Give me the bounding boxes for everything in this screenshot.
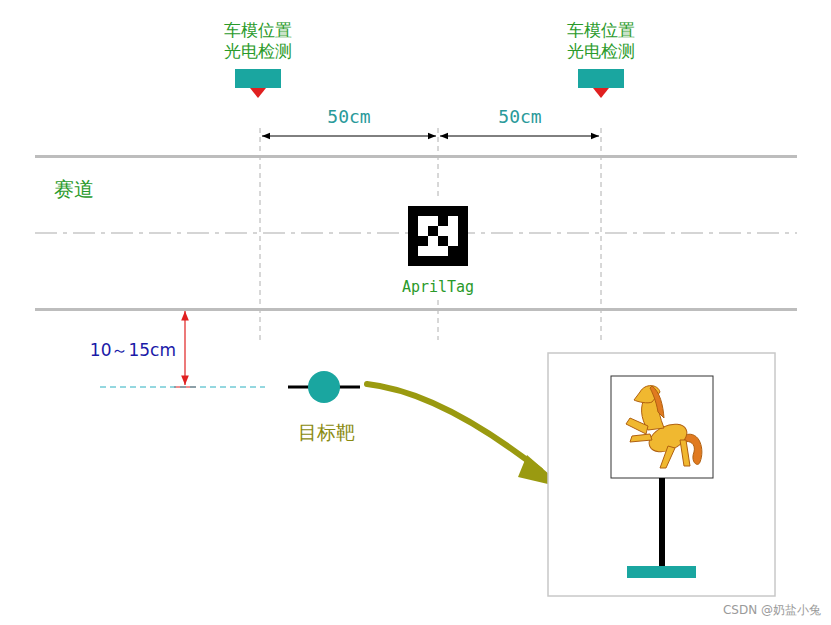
- apriltag-label: AprilTag: [402, 278, 474, 297]
- level-line: [100, 387, 265, 388]
- track-label: 赛道: [54, 177, 94, 202]
- sensor-marker: 车模位置 光电检测: [218, 20, 298, 101]
- sensor-symbol: [578, 67, 624, 101]
- dimension-label: 50cm: [327, 106, 370, 127]
- sensor-symbol: [235, 67, 281, 101]
- dimension-label: 10～15cm: [90, 339, 176, 362]
- sensor-label: 车模位置 光电检测: [218, 20, 298, 63]
- dimension-line: [262, 136, 436, 137]
- apriltag-image: [408, 206, 468, 266]
- target-symbol: [288, 371, 364, 405]
- dimension-label: 50cm: [498, 106, 541, 127]
- offset-dimension: [174, 309, 196, 387]
- dimension-line: [440, 136, 599, 137]
- sensor-marker: 车模位置 光电检测: [561, 20, 641, 101]
- target: 目标靶: [288, 371, 364, 445]
- sensor-label: 车模位置 光电检测: [561, 20, 641, 63]
- curved-arrow: [367, 384, 565, 488]
- target-label: 目标靶: [298, 421, 355, 445]
- apriltag: AprilTag: [388, 206, 488, 297]
- watermark: CSDN @奶盐小兔: [723, 602, 821, 619]
- target-picture: [548, 353, 775, 596]
- track-band: 赛道 AprilTag: [35, 155, 797, 311]
